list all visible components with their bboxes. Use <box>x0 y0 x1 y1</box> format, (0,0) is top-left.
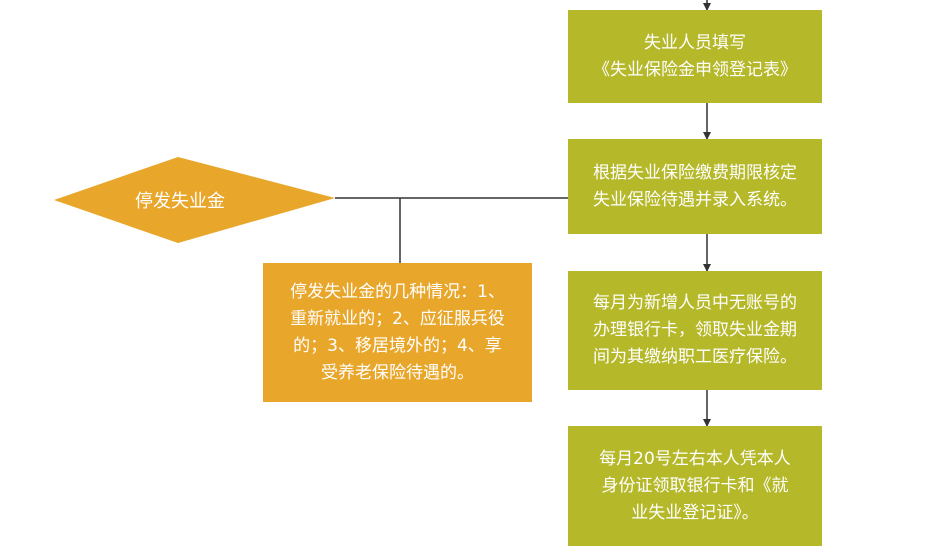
bank-card-text: 每月为新增人员中无账号的 办理银行卡，领取失业金期 间为其缴纳职工医疗保险。 <box>593 293 797 367</box>
fill-form-line2: 《失业保险金申领登记表》 <box>593 59 797 80</box>
stop-decision-label: 停发失业金 <box>135 191 225 212</box>
stop-conditions-text: 停发失业金的几种情况：1、 重新就业的；2、应征服兵役 的；3、移居境外的；4、… <box>290 281 505 383</box>
bank-card-box: 每月为新增人员中无账号的 办理银行卡，领取失业金期 间为其缴纳职工医疗保险。 <box>568 271 822 390</box>
stop-decision-diamond <box>54 157 335 243</box>
collect-text: 每月20号左右本人凭本人 身份证领取银行卡和《就 业失业登记证》。 <box>599 448 791 523</box>
stop-conditions-box: 停发失业金的几种情况：1、 重新就业的；2、应征服兵役 的；3、移居境外的；4、… <box>263 263 532 402</box>
verify-record-text: 根据失业保险缴费期限核定 失业保险待遇并录入系统。 <box>593 162 797 210</box>
fill-form-line1: 失业人员填写 <box>644 32 746 53</box>
fill-form-box: 失业人员填写 《失业保险金申领登记表》 <box>568 10 822 103</box>
collect-box: 每月20号左右本人凭本人 身份证领取银行卡和《就 业失业登记证》。 <box>568 426 822 546</box>
verify-record-box: 根据失业保险缴费期限核定 失业保险待遇并录入系统。 <box>568 139 822 234</box>
